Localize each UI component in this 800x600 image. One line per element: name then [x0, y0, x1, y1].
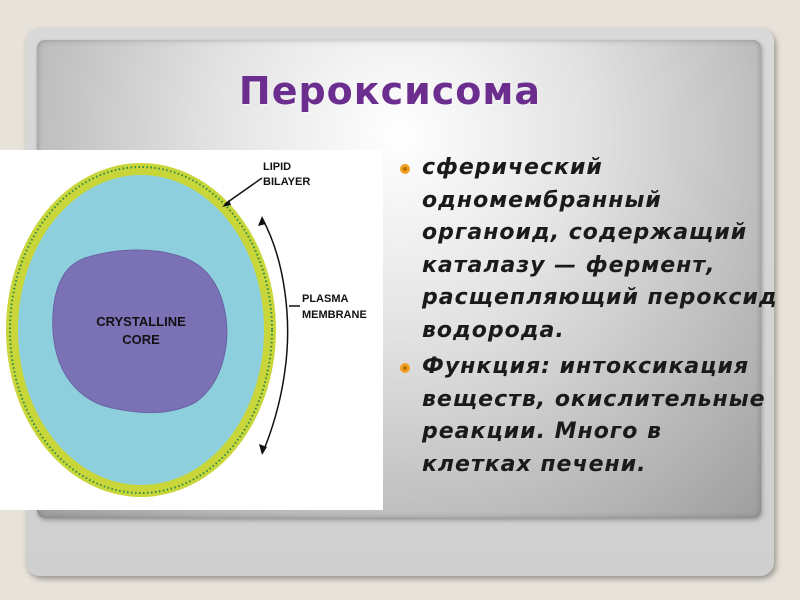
bullet-list: сферический одномембранный органоид, сод…: [398, 152, 778, 485]
arc-arrowhead-bottom: [259, 444, 267, 455]
bullet-item: сферический одномембранный органоид, сод…: [398, 152, 778, 347]
plasma-membrane-arc: [261, 217, 289, 453]
lipid-label-line1: LIPID: [263, 161, 291, 173]
bullet-text: сферический одномембранный органоид, сод…: [422, 155, 778, 343]
membrane-stripe-ring: [9, 166, 273, 494]
peroxisome-diagram: CRYSTALLINE CORE LIPID BILAYER PLASMA ME…: [0, 150, 383, 510]
plasma-label-line2: MEMBRANE: [302, 309, 367, 321]
crystalline-core: [52, 249, 228, 414]
lipid-pointer-arrowhead: [222, 200, 231, 207]
core-label-line1: CRYSTALLINE: [96, 314, 186, 329]
slide-title: Пероксисома: [238, 69, 542, 114]
bullet-dot-icon: [400, 164, 410, 174]
bullet-text: Функция: интоксикация веществ, окислител…: [422, 354, 766, 477]
lipid-pointer-line: [224, 177, 263, 205]
bullet-item: Функция: интоксикация веществ, окислител…: [398, 351, 778, 481]
bullet-dot-icon: [400, 363, 410, 373]
lipid-label-line2: BILAYER: [263, 176, 310, 188]
plasma-label-line1: PLASMA: [302, 293, 349, 305]
core-label-line2: CORE: [122, 332, 160, 347]
peroxisome-diagram-svg: CRYSTALLINE CORE LIPID BILAYER PLASMA ME…: [6, 161, 367, 497]
arc-arrowhead-top: [258, 216, 266, 226]
